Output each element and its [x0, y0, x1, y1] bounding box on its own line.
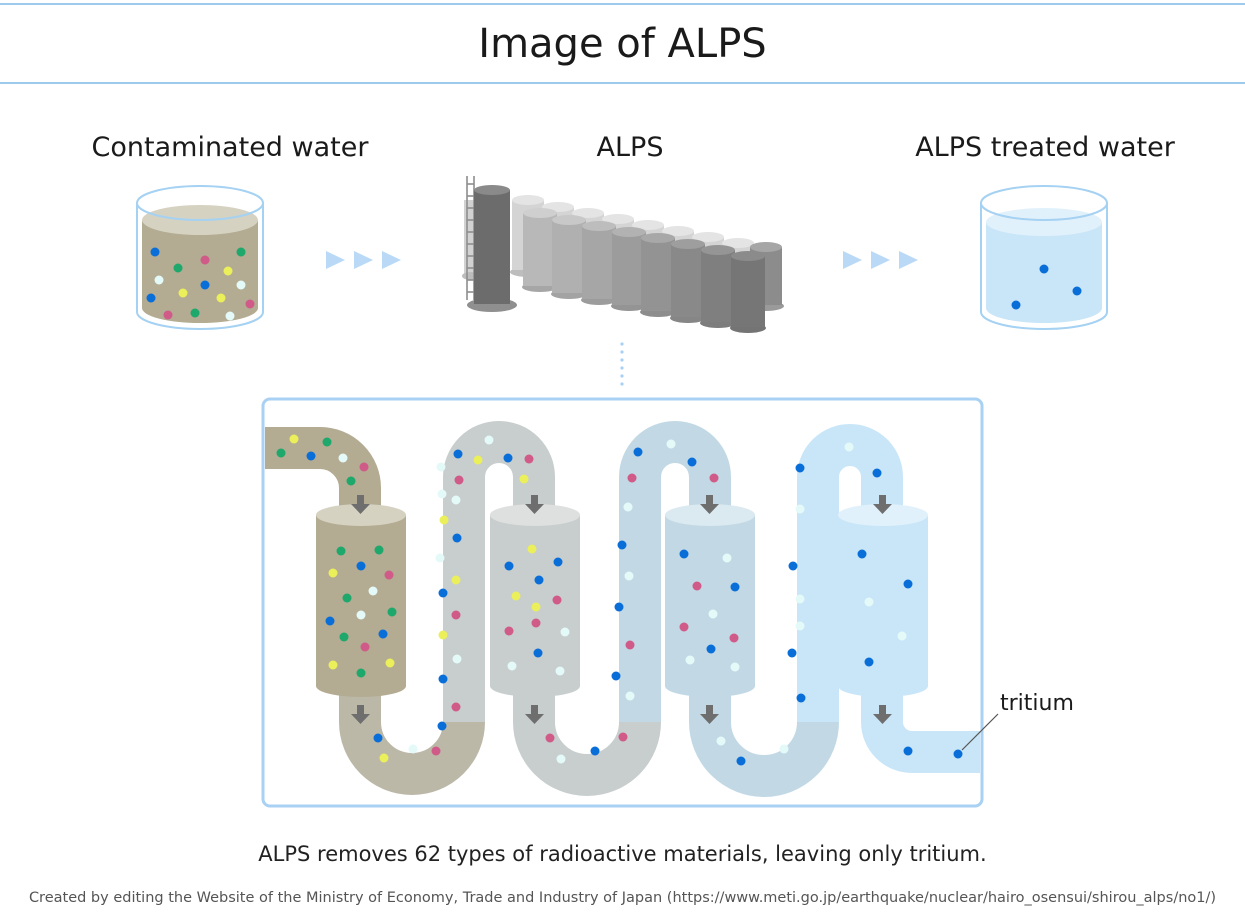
alps-equipment — [462, 176, 784, 333]
label-treated-water: ALPS treated water — [915, 132, 1175, 163]
contaminated-water-particles — [146, 247, 255, 321]
tritium-leader-line — [961, 713, 999, 751]
dotted-connector — [620, 342, 624, 386]
title-rule — [0, 82, 1245, 84]
treated-water-particles — [1011, 264, 1082, 310]
flow-direction-arrows — [351, 495, 892, 724]
top-rule — [0, 3, 1245, 5]
page-title: Image of ALPS — [478, 21, 767, 67]
treated-water-beaker — [980, 185, 1108, 330]
alps-vessel-2 — [490, 504, 580, 697]
diagram-caption: ALPS removes 62 types of radioactive mat… — [258, 842, 987, 866]
alps-particles — [276, 434, 963, 766]
flow-arrows-to-alps — [326, 251, 401, 269]
tritium-particle — [953, 749, 963, 759]
flow-arrows-to-treated — [843, 251, 918, 269]
alps-vessel-3 — [665, 504, 755, 697]
tritium-label: tritium — [1000, 691, 1074, 716]
alps-vessel-1 — [316, 504, 406, 697]
source-credit: Created by editing the Website of the Mi… — [28, 890, 1217, 906]
label-alps: ALPS — [596, 132, 664, 163]
label-contaminated-water: Contaminated water — [91, 132, 369, 163]
alps-vessel-4 — [838, 504, 928, 697]
contaminated-water-beaker — [136, 185, 264, 330]
